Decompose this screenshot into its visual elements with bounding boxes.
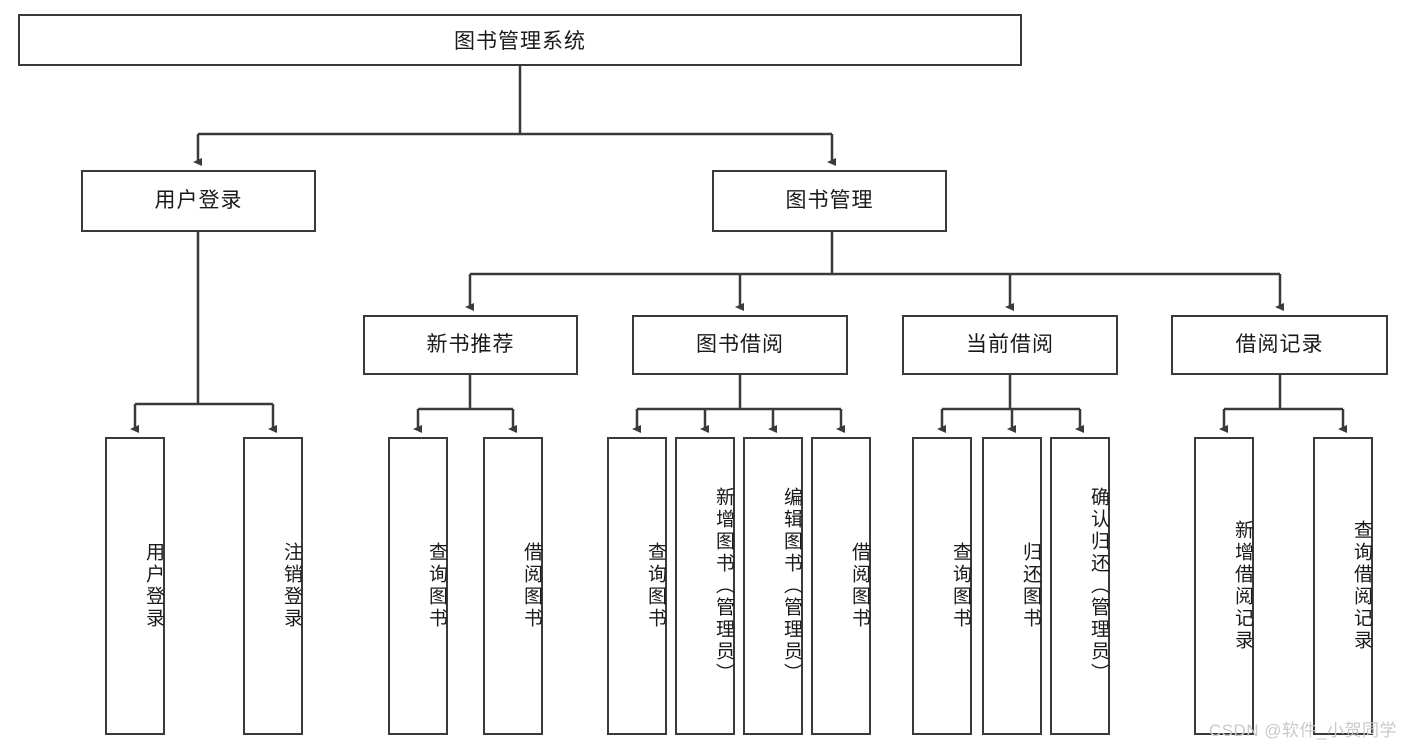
leaf-logout[interactable]: 注销登录 [243,437,303,735]
node-label: 新书推荐 [426,333,515,357]
node-label: 查询图书 [645,542,666,630]
leaf-query-borrow-record[interactable]: 查询借阅记录 [1313,437,1373,735]
node-label: 注销登录 [281,542,302,630]
leaf-query-book-borrow[interactable]: 查询图书 [607,437,667,735]
node-new-book-recommend[interactable]: 新书推荐 [363,315,578,375]
node-label: 新增图书（管理员） [713,487,734,685]
node-label: 借阅记录 [1235,333,1324,357]
csdn-watermark: CSDN @软件_小贺同学 [1208,721,1397,740]
node-label: 用户登录 [143,542,164,630]
node-root-system[interactable]: 图书管理系统 [18,14,1022,66]
node-label: 用户登录 [154,189,243,213]
node-label: 当前借阅 [966,333,1054,357]
node-book-borrow[interactable]: 图书借阅 [632,315,848,375]
node-label: 新增借阅记录 [1232,520,1253,652]
leaf-confirm-return-admin[interactable]: 确认归还（管理员） [1050,437,1110,735]
node-label: 编辑图书（管理员） [781,487,802,685]
node-book-management-group[interactable]: 图书管理 [712,170,947,232]
node-label: 图书管理 [785,189,874,213]
leaf-add-borrow-record[interactable]: 新增借阅记录 [1194,437,1254,735]
node-label: 图书借阅 [696,333,784,357]
leaf-borrow-book-recommend[interactable]: 借阅图书 [483,437,543,735]
node-label: 查询借阅记录 [1351,520,1372,652]
leaf-add-book-admin[interactable]: 新增图书（管理员） [675,437,735,735]
node-current-borrow[interactable]: 当前借阅 [902,315,1118,375]
node-label: 确认归还（管理员） [1088,487,1109,685]
leaf-user-login[interactable]: 用户登录 [105,437,165,735]
leaf-return-book[interactable]: 归还图书 [982,437,1042,735]
leaf-edit-book-admin[interactable]: 编辑图书（管理员） [743,437,803,735]
leaf-query-book-recommend[interactable]: 查询图书 [388,437,448,735]
node-label: 图书管理系统 [454,30,586,53]
node-label: 查询图书 [950,542,971,630]
node-label: 查询图书 [426,542,447,630]
node-user-login-group[interactable]: 用户登录 [81,170,316,232]
node-label: 借阅图书 [521,542,542,630]
leaf-query-book-current[interactable]: 查询图书 [912,437,972,735]
leaf-borrow-book[interactable]: 借阅图书 [811,437,871,735]
node-borrow-record[interactable]: 借阅记录 [1171,315,1388,375]
node-label: 归还图书 [1020,542,1041,630]
node-label: 借阅图书 [849,542,870,630]
